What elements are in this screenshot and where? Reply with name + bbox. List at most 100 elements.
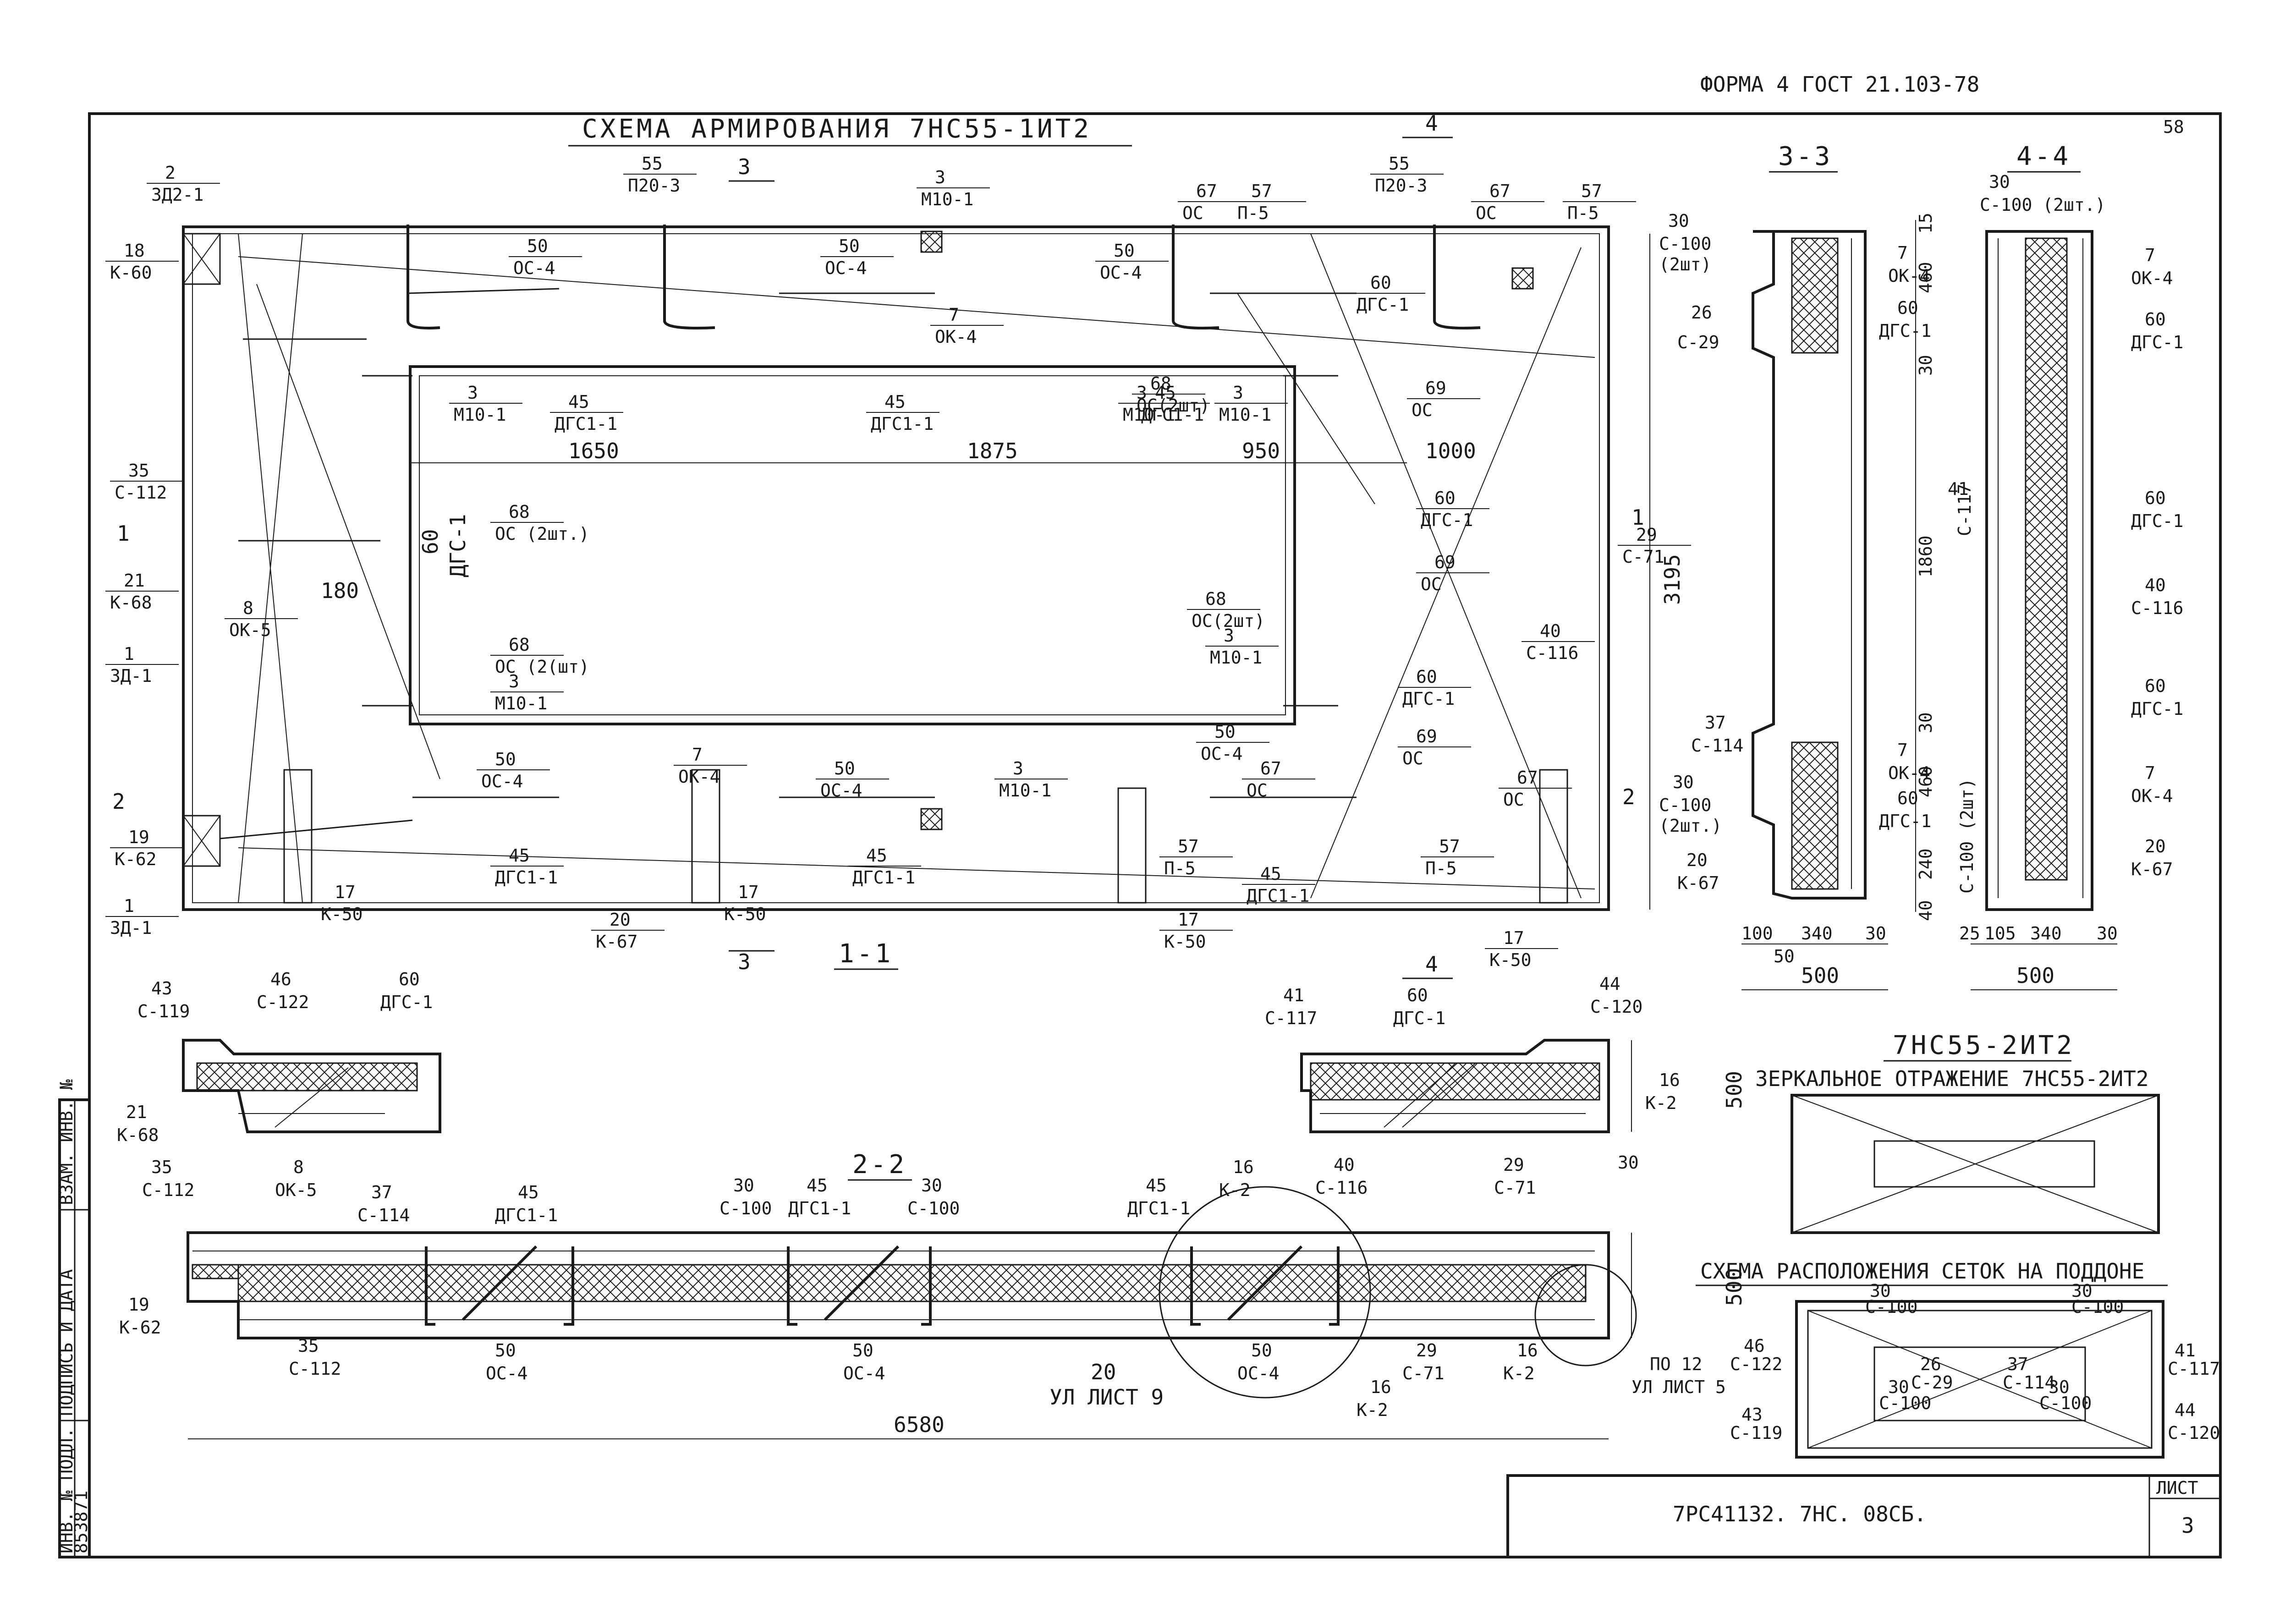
callout-mark: М10-1 [495,693,547,713]
cut-4-top: 4 [1425,111,1438,136]
gl-c43: 43 [1741,1405,1763,1425]
page-number: 58 [2163,117,2184,137]
s33-dgs: ДГС-1 [1879,321,1931,341]
callout-mark: ОС [1182,203,1203,223]
s44-c20: 20 [2145,836,2166,856]
gl-c44: 44 [2175,1400,2196,1420]
gl-c117: С-117 [2168,1359,2220,1379]
panel-inner-band [192,233,1600,903]
gl-c37: 37 [2007,1354,2028,1374]
grid-layout-panel-inner [1807,1310,2153,1449]
corner-box-bl [182,815,221,867]
callout-mark: ЗД2-1 [151,185,203,205]
callout-number: 7 [692,745,703,765]
callout-number: 50 [834,758,855,779]
corner-box-bl-x2 [183,815,220,867]
mirror-title: 7НС55-2ИТ2 [1893,1031,2075,1060]
form-label: ФОРМА 4 ГОСТ 21.103-78 [1700,72,1979,97]
s22-c50a: 50 [495,1340,516,1361]
callout-mark: П-5 [1425,858,1457,878]
frame-k50-3 [1117,787,1147,904]
insert-m10-bottom [920,808,943,830]
callout-number: 3 [935,167,945,187]
s22-dgs1a: ДГС1-1 [495,1205,558,1225]
callout-mark: ОС-4 [820,780,862,801]
mirror-opening [1873,1140,2095,1188]
mirror-subtitle: ЗЕРКАЛЬНОЕ ОТРАЖЕНИЕ 7НС55-2ИТ2 [1755,1066,2149,1091]
s44-dgs: ДГС-1 [2131,332,2183,352]
callout-number: 45 [1155,383,1176,403]
s22-c35: 35 [298,1336,319,1356]
title-block [1506,1474,2222,1558]
callout-35-с112: 35С-112 [110,461,183,503]
callout-mark: ДГС1-1 [1247,886,1309,906]
callout-21-к68: 21К-68 [105,571,179,613]
gl-c29: С-29 [1911,1372,1953,1393]
s11-c29: 29 [1503,1155,1524,1175]
stamp-inv-value: 853871 [71,1491,91,1553]
s11-c60b: 60 [1407,985,1428,1005]
callout-17-к50: 17К-50 [1485,928,1558,970]
callout-number: 17 [1178,910,1199,930]
section-3-3-insulation-top [1791,237,1839,354]
s33-v1860: 1860 [1916,535,1936,577]
s22-c100b: С-100 [907,1198,960,1218]
cut-1-right: 1 [1631,505,1644,530]
frame-k50-2 [691,769,720,904]
callout-number: 3 [1233,383,1243,403]
callout-number: 68 [509,635,530,655]
s22-c30b: 30 [921,1175,942,1196]
s33-c114: С-114 [1691,735,1743,756]
callout-number: 57 [1439,836,1460,856]
callout-mark: ОС-4 [481,771,523,791]
insert-m10-right [1511,267,1534,290]
callout-number: 50 [1214,722,1236,742]
callout-number: 55 [1389,154,1410,174]
s33-ok4: ОК-4 [1888,266,1930,286]
callout-number: 67 [1517,768,1538,788]
callout-mark: ОС(2шт) [1192,611,1265,631]
callout-mark: ОС [1402,748,1423,768]
callout-number: 18 [124,241,145,261]
corner-box-tl [182,233,221,285]
s11-c43: 43 [151,978,172,999]
callout-mark: П-5 [1237,203,1269,223]
s44-h500: 500 [2016,963,2054,988]
callout-number: 1 [124,644,134,664]
s33-c100b: С-100 [1659,795,1711,815]
s44-c30: 30 [1989,172,2010,192]
cut-2-right: 2 [1622,785,1635,809]
callout-mark: ОС (2(шт) [495,657,589,677]
callout-mark: ЗД-1 [110,666,152,686]
callout-mark: П-5 [1164,858,1196,878]
callout-mark: ОС [1412,400,1433,420]
callout-17-к50: 17К-50 [720,882,793,924]
s33-c20: 20 [1686,850,1708,870]
callout-number: 45 [509,845,530,866]
callout-number: 19 [128,827,149,847]
callout-number: 1 [124,896,134,916]
callout-mark: К-50 [1164,932,1206,952]
s22-c100a: С-100 [720,1198,772,1218]
grid-layout-diag-2 [1807,1310,2152,1448]
diag-right-1 [1310,233,1582,899]
s33-v240: 240 [1916,848,1936,880]
callout-mark: ОС-4 [825,258,867,278]
callout-mark: К-68 [110,593,152,613]
s44-h105: 105 [1984,923,2016,944]
callout-number: 57 [1251,181,1272,201]
mirror-panel [1791,1094,2160,1234]
section-1-1-label: 1-1 [839,939,893,969]
